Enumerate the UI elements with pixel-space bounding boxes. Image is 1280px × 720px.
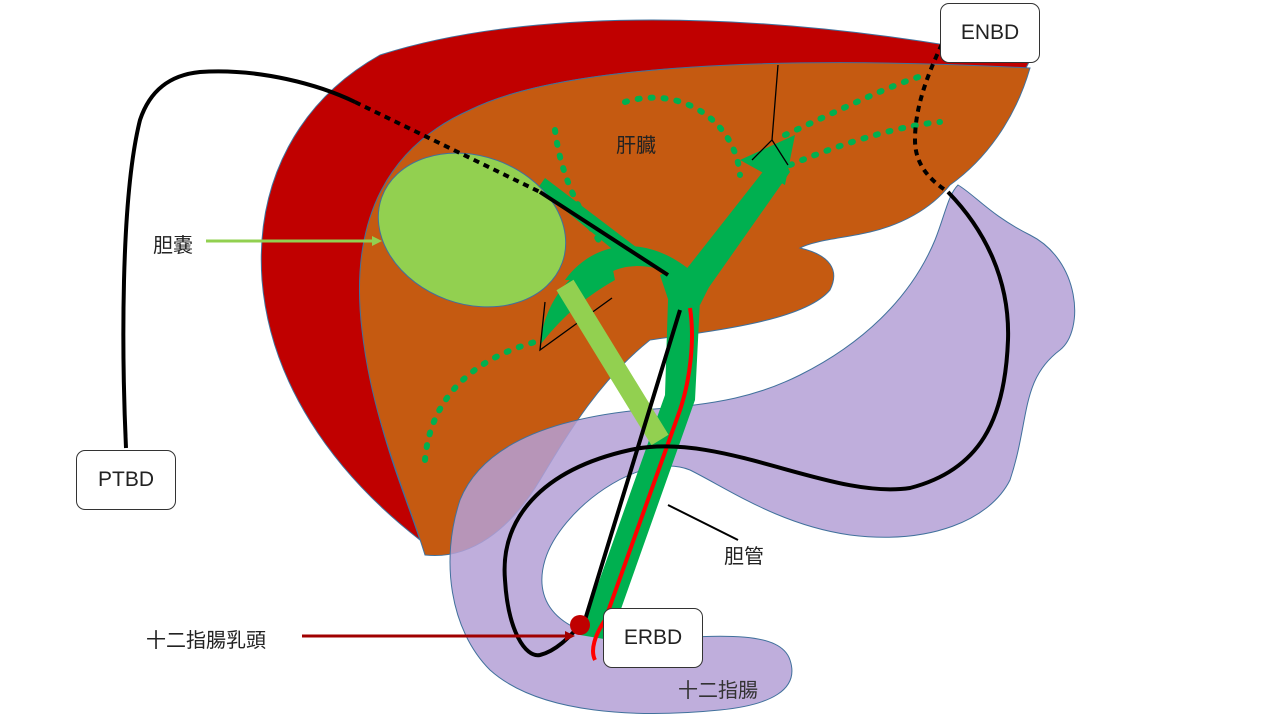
bile-duct-label: 胆管 bbox=[724, 544, 764, 568]
enbd-drain-dotted[interactable] bbox=[912, 43, 950, 194]
erbd-label-box: ERBD bbox=[603, 608, 703, 668]
bile-duct-pointer bbox=[667, 504, 739, 541]
cystic-duct bbox=[556, 279, 669, 446]
ptbd-drain-external[interactable] bbox=[121, 69, 356, 449]
gallbladder-label: 胆嚢 bbox=[153, 233, 193, 257]
enbd-label-box: ENBD bbox=[940, 3, 1040, 63]
enbd-drain[interactable] bbox=[502, 190, 1011, 658]
intrahepatic-ducts-dotted bbox=[422, 72, 943, 463]
ptbd-drain-tip[interactable] bbox=[538, 190, 670, 277]
erbd-stent[interactable] bbox=[591, 307, 694, 661]
liver-label: 肝臓 bbox=[616, 133, 656, 157]
ptbd-drain-internal-dotted[interactable] bbox=[354, 100, 541, 194]
ptbd-label-box: PTBD bbox=[76, 450, 176, 510]
papilla-label: 十二指腸乳頭 bbox=[146, 628, 266, 652]
duodenum-label: 十二指腸 bbox=[678, 678, 758, 702]
papilla bbox=[570, 615, 590, 635]
gallbladder bbox=[377, 152, 567, 308]
